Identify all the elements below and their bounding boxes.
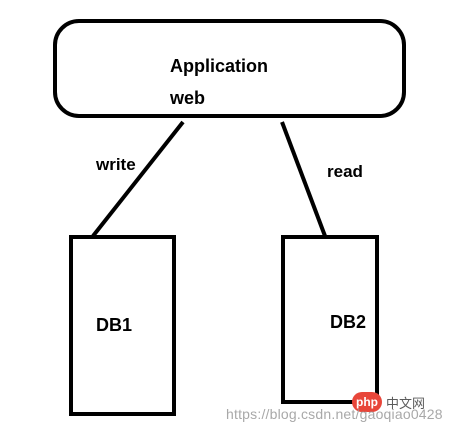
web-label: web	[169, 88, 205, 108]
write-connector	[91, 120, 185, 238]
db2-box	[281, 235, 379, 404]
site-name: 中文网	[386, 396, 426, 411]
read-connector	[280, 121, 327, 237]
write-label: write	[95, 155, 136, 174]
db2-label: DB2	[330, 312, 366, 332]
db1-label: DB1	[96, 315, 132, 335]
watermark-url: https://blog.csdn.net/gaoqiao0428	[226, 406, 443, 422]
read-label: read	[327, 162, 363, 181]
php-logo-icon: php	[352, 392, 382, 412]
db1-box	[69, 235, 176, 416]
application-label: Application	[170, 56, 268, 76]
application-box	[53, 19, 406, 118]
